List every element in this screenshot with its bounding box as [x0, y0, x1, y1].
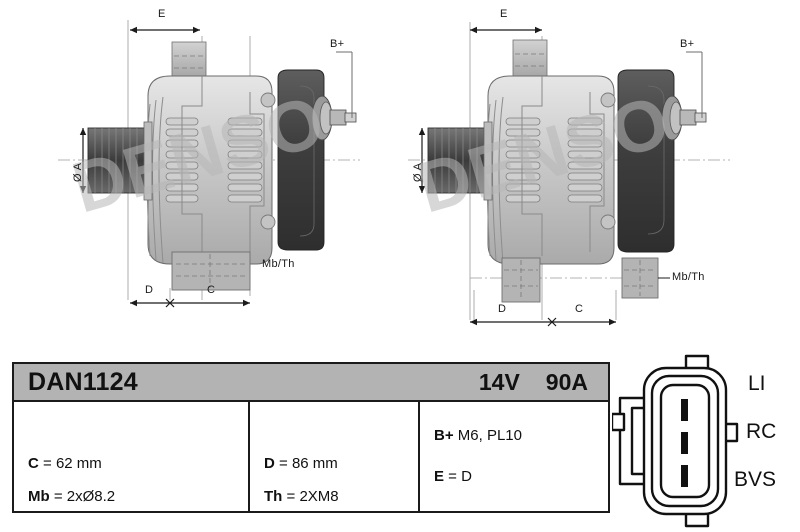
spec-table-header: DAN1124 14V 90A: [14, 364, 608, 402]
dimension-label-b-plus: B+: [330, 38, 345, 50]
alternator-front-view: DENSO E B+ Ø A Mb/Th D C: [0, 0, 400, 345]
spec-value-mb: 2xØ8.2: [66, 488, 116, 505]
spec-line-c: C = 62 mm: [28, 456, 115, 471]
spec-label-e: E: [434, 468, 445, 485]
specification-table: DAN1124 14V 90A C = 62 mm Mb = 2xØ8.2: [12, 362, 610, 513]
connector-pin-2: [681, 432, 688, 454]
dimension-label-b-plus: B+: [680, 38, 695, 50]
mounting-foot-left: [501, 257, 541, 303]
spec-label-b-plus: B+: [434, 427, 454, 444]
alternator-side-view: DENSO E B+ Ø A Mb/Th D C: [400, 0, 800, 345]
connector-label-li: LI: [748, 372, 766, 395]
spec-label-mb: Mb: [28, 488, 50, 505]
spec-value-c: 62 mm: [55, 455, 102, 472]
spec-value-d: 86 mm: [291, 455, 338, 472]
dimension-label-d: D: [498, 303, 507, 315]
spec-cell-c-mb: C = 62 mm Mb = 2xØ8.2: [14, 402, 250, 513]
spec-cell-terminal-e: B+ M6, PL10 E = D: [420, 402, 608, 513]
spec-line-mb: Mb = 2xØ8.2: [28, 489, 115, 504]
dimension-line-d-c: [470, 317, 616, 327]
connector-label-bvs: BVS: [734, 468, 777, 491]
connector-pin-3: [681, 465, 688, 487]
connector-diagram: LI RC BVS: [612, 352, 800, 530]
spec-line-th: Th = 2XM8: [264, 489, 339, 504]
dimension-label-diameter-a: Ø A: [72, 162, 84, 182]
connector-tab-left: [612, 412, 626, 432]
alternator-body: [486, 75, 616, 265]
dimension-line-e: [470, 26, 542, 34]
dimension-label-c: C: [575, 303, 584, 315]
pulley: [427, 121, 493, 201]
dimension-label-e: E: [500, 8, 508, 20]
dimension-label-c: C: [207, 284, 216, 296]
b-plus-leader-line: [336, 51, 353, 118]
spec-cell-d-th: D = 86 mm Th = 2XM8: [250, 402, 420, 513]
b-plus-leader-line: [686, 51, 703, 118]
b-plus-terminal: [311, 95, 357, 141]
spec-line-e: E = D: [434, 469, 522, 484]
current-rating: 90A: [545, 368, 588, 395]
connector-pins: [681, 399, 688, 487]
dimension-line-d-c: [130, 298, 250, 308]
dimension-label-mb-th: Mb/Th: [262, 258, 295, 270]
spec-table-body: C = 62 mm Mb = 2xØ8.2 D = 86 mm Th = 2XM…: [14, 402, 608, 513]
ratings-group: 14V 90A: [479, 369, 594, 396]
dimension-line-diameter-a: [418, 128, 426, 193]
spec-sep-c: =: [38, 455, 56, 472]
part-number: DAN1124: [28, 367, 138, 396]
dimension-label-e: E: [158, 8, 166, 20]
spec-sep-mb: =: [49, 488, 67, 505]
bottom-mounting-foot: [171, 251, 251, 291]
spec-line-b-plus: B+ M6, PL10: [434, 428, 522, 443]
alternator-body: [146, 75, 276, 265]
spec-sep-th: =: [282, 488, 300, 505]
connector-pin-1: [681, 399, 688, 421]
spec-sep-d: =: [274, 455, 292, 472]
dimension-line-diameter-a: [79, 128, 87, 193]
connector-label-rc: RC: [746, 420, 777, 443]
spec-value-b-plus: M6, PL10: [457, 427, 522, 444]
dimension-label-mb-th: Mb/Th: [672, 271, 705, 283]
voltage-rating: 14V: [478, 368, 520, 395]
dimension-label-diameter-a: Ø A: [412, 162, 424, 182]
spec-label-c: C: [28, 455, 39, 472]
pulley: [87, 121, 153, 201]
b-plus-terminal: [661, 95, 707, 141]
spec-value-e: D: [461, 468, 472, 485]
spec-sep-e: =: [444, 468, 462, 485]
spec-value-th: 2XM8: [299, 488, 339, 505]
spec-label-th: Th: [264, 488, 283, 505]
spec-label-d: D: [264, 455, 275, 472]
rear-housing: [617, 69, 675, 253]
mounting-foot-right: [621, 257, 659, 299]
spec-line-d: D = 86 mm: [264, 456, 339, 471]
dimension-line-e: [130, 26, 200, 34]
dimension-label-d: D: [145, 284, 154, 296]
